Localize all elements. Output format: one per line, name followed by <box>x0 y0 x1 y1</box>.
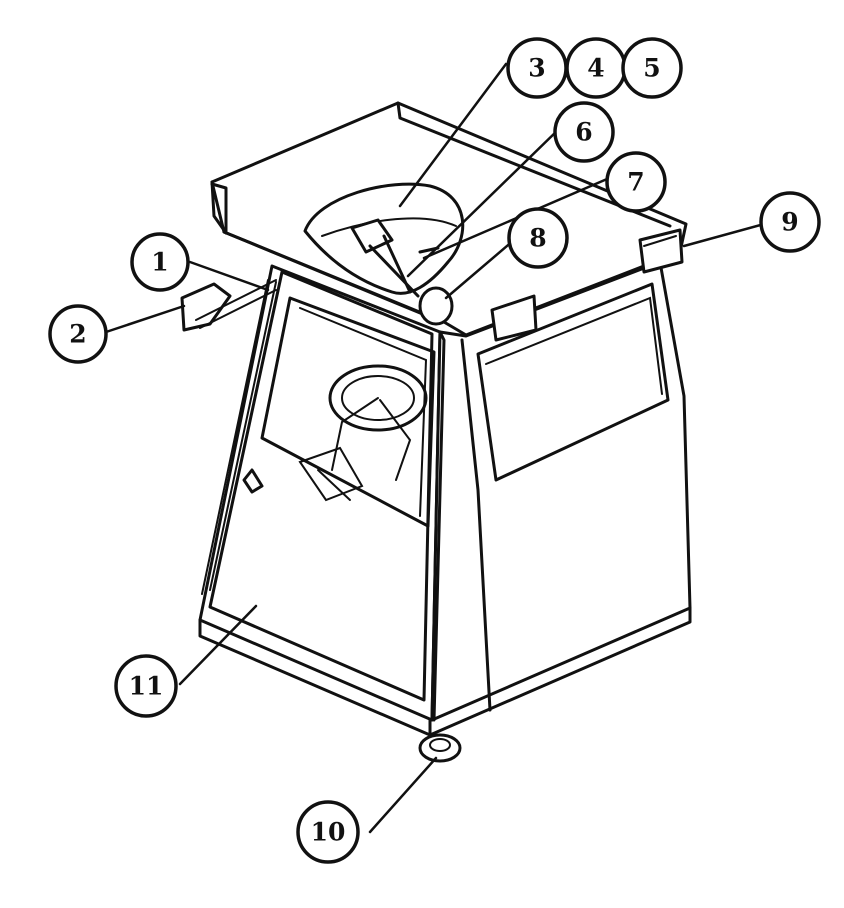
cab-body <box>198 260 692 737</box>
callout-label: 5 <box>643 54 660 83</box>
work-light-front <box>490 294 538 342</box>
cab-interior <box>298 364 428 502</box>
callout-3: 3 <box>506 37 568 99</box>
work-light-right <box>638 228 684 274</box>
callout-label: 11 <box>129 672 164 701</box>
wiper-assembly <box>350 218 440 298</box>
callout-2: 2 <box>48 304 108 364</box>
callout-label: 2 <box>69 320 86 349</box>
callout-label: 6 <box>575 118 592 147</box>
beacon-part <box>418 286 454 326</box>
callout-7: 7 <box>605 151 667 213</box>
callout-label: 9 <box>781 208 798 237</box>
callout-4: 4 <box>565 37 627 99</box>
callout-1: 1 <box>130 232 190 292</box>
callout-label: 10 <box>311 818 346 847</box>
callout-9: 9 <box>759 191 821 253</box>
knob-part <box>418 733 462 763</box>
callout-label: 8 <box>529 224 546 253</box>
mirror-part <box>180 279 277 332</box>
leader-lines <box>104 62 766 834</box>
callout-8: 8 <box>507 207 569 269</box>
callout-5: 5 <box>621 37 683 99</box>
callout-10: 10 <box>296 800 360 864</box>
callout-label: 3 <box>528 54 545 83</box>
callout-label: 1 <box>151 248 168 277</box>
callout-label: 4 <box>587 54 604 83</box>
callout-label: 7 <box>627 168 644 197</box>
callout-6: 6 <box>553 101 615 163</box>
callout-11: 11 <box>114 654 178 718</box>
